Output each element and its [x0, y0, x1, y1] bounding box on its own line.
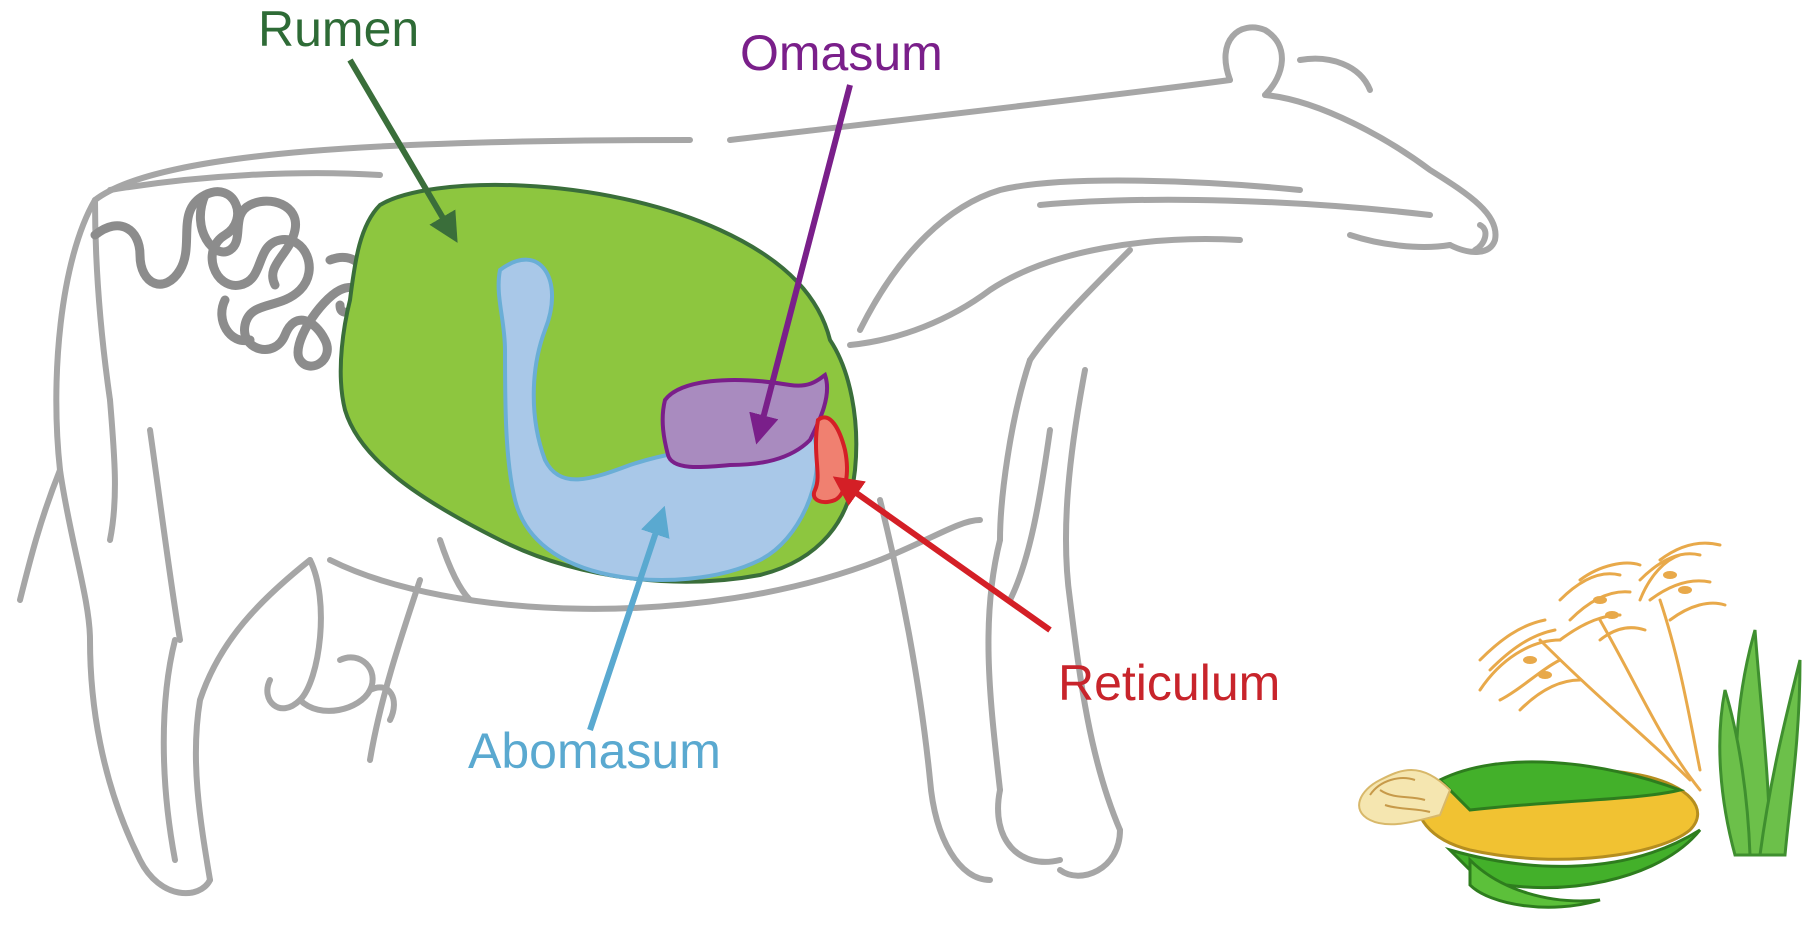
- reticulum-arrow: [845, 485, 1050, 630]
- reticulum-label: Reticulum: [1058, 655, 1280, 711]
- omasum-label: Omasum: [740, 25, 943, 81]
- wheat-stalk-icon: [1480, 543, 1725, 790]
- rumen-label: Rumen: [258, 1, 419, 57]
- corn-cob-icon: [1359, 762, 1700, 907]
- grass-blade-icon: [1720, 630, 1800, 855]
- abomasum-label: Abomasum: [468, 723, 721, 779]
